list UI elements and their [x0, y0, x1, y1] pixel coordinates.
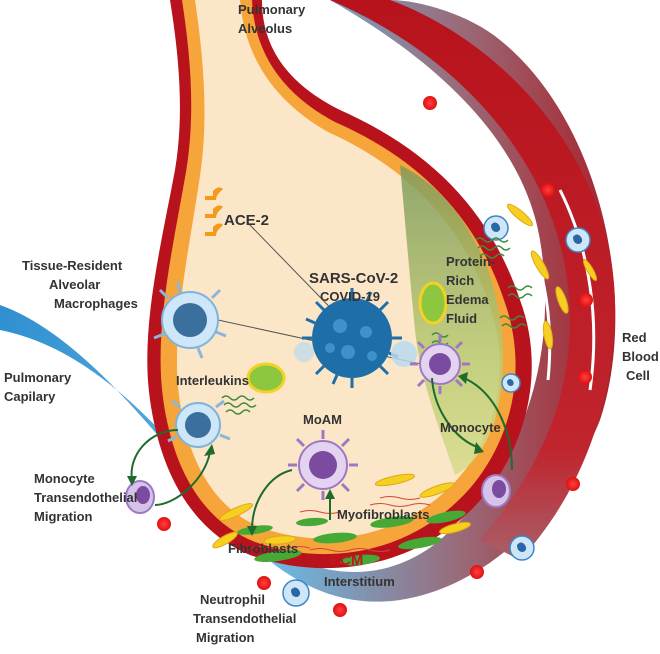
neutrophil	[483, 215, 509, 241]
arrow-monocyte-up	[463, 377, 513, 471]
red-blood-cell	[423, 96, 437, 110]
arrow-monocyte-in	[154, 451, 211, 506]
ace2-receptor-icon	[205, 223, 223, 236]
label-protein-rich-1: Protein-	[446, 254, 495, 269]
edema-fluid-region	[400, 165, 504, 475]
label-covid-19: COVID-19	[320, 289, 380, 304]
alveolar-space	[176, 0, 500, 539]
sars-cov-2-virus-icon	[294, 288, 417, 388]
neutrophil	[509, 535, 535, 561]
label-ace2: ACE-2	[224, 212, 269, 229]
label-monocyte-transendothelial-1: Monocyte	[34, 471, 95, 486]
label-myofibroblasts: Myofibroblasts	[337, 507, 429, 522]
label-pulmonary-alveolus-2: Alveolus	[238, 21, 292, 36]
label-tissue-resident-2: Alveolar	[49, 277, 100, 292]
arrow-heads	[127, 372, 484, 536]
label-monocyte: Monocyte	[440, 420, 501, 435]
label-tissue-resident-1: Tissue-Resident	[22, 258, 123, 273]
green-cell-icon	[246, 362, 286, 394]
arrow-to-fibroblasts	[251, 469, 293, 531]
label-pulmonary-capillary-1: Pulmonary	[4, 370, 72, 385]
migrating-monocyte-icon	[125, 480, 155, 514]
fibroblast-cells	[212, 473, 471, 549]
arrow-monocyte-down	[431, 377, 481, 449]
red-blood-cell	[579, 293, 593, 307]
ace2-receptor-icon	[205, 205, 223, 218]
pulmonary-vessel-right	[330, 0, 616, 560]
red-blood-cell	[541, 183, 555, 197]
ecm-fibers	[249, 496, 431, 552]
red-blood-cell	[257, 576, 271, 590]
label-moam: MoAM	[303, 412, 342, 427]
neutrophil	[565, 227, 591, 253]
label-fibroblasts: Fibroblasts	[228, 541, 298, 556]
label-sars-cov-2: SARS-CoV-2	[309, 270, 398, 287]
migration-arrows	[130, 377, 513, 531]
label-red-blood-cell-1: Red	[622, 330, 647, 345]
label-interstitium: Interstitium	[324, 574, 395, 589]
ace2-receptors	[205, 187, 223, 236]
membrane-line	[558, 189, 596, 391]
interleukin-signals	[221, 395, 257, 415]
macrophage-icon	[167, 399, 231, 448]
label-protein-rich-2: Rich	[446, 273, 474, 288]
label-monocyte-transendothelial-3: Migration	[34, 509, 93, 524]
label-neutrophil-transendothelial-3: Migration	[196, 630, 255, 645]
tissue-resident-macrophage-icon	[153, 281, 227, 359]
label-pulmonary-capillary-2: Capilary	[4, 389, 56, 404]
label-monocyte-transendothelial-2: Transendothelial	[34, 490, 137, 505]
migrating-monocyte-icon	[481, 474, 511, 508]
label-neutrophil-transendothelial-1: Neutrophil	[200, 592, 265, 607]
label-pulmonary-alveolus-1: Pulmonary	[238, 2, 306, 17]
label-red-blood-cell-3: Cell	[626, 368, 650, 383]
endothelial-cells-right	[506, 203, 598, 350]
moam-cell-icon	[288, 430, 358, 500]
label-neutrophil-transendothelial-2: Transendothelial	[193, 611, 296, 626]
monocyte-icon	[410, 334, 470, 394]
label-interleukins: Interleukins	[176, 373, 249, 388]
label-ecm: ECM	[330, 552, 363, 569]
label-red-blood-cell-2: Blood	[622, 349, 659, 364]
red-blood-cell	[566, 477, 580, 491]
red-blood-cells	[157, 96, 593, 617]
neutrophil	[501, 373, 521, 393]
neutrophil	[282, 579, 310, 607]
red-blood-cell	[157, 517, 171, 531]
interstitium-region	[212, 473, 471, 566]
red-blood-cell	[578, 370, 592, 384]
red-blood-cell	[333, 603, 347, 617]
green-cell-icon	[418, 281, 448, 325]
arrow-monocyte-out	[130, 429, 179, 481]
neutrophils	[282, 215, 591, 607]
red-blood-cell	[470, 565, 484, 579]
ace2-receptor-icon	[205, 187, 223, 200]
label-protein-rich-4: Fluid	[446, 311, 477, 326]
label-protein-rich-3: Edema	[446, 292, 489, 307]
label-tissue-resident-3: Macrophages	[54, 296, 138, 311]
